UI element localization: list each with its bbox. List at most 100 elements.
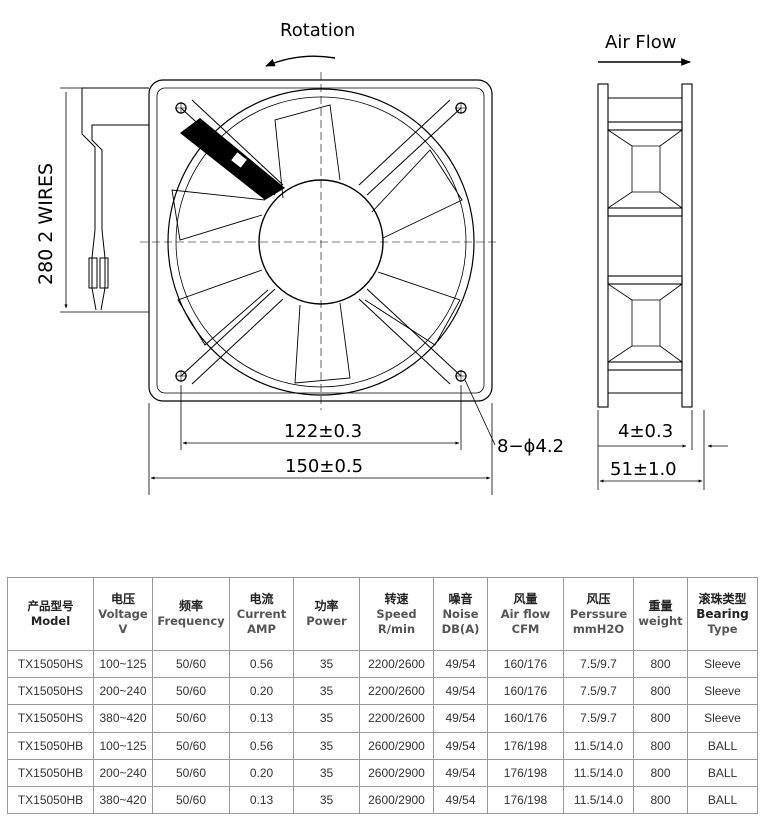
cell-model: TX15050HB (7, 731, 94, 760)
cell-pressure: 11.5/14.0 (563, 785, 634, 815)
header-bearing: 滚珠类型Bearing Type (687, 577, 758, 651)
cell-current: 0.13 (229, 704, 294, 733)
cell-bearing: Sleeve (687, 704, 758, 733)
cell-bearing: Sleeve (687, 649, 758, 679)
header-current: 电流 Current AMP (229, 577, 294, 651)
cell-weight: 800 (633, 731, 688, 760)
cell-frequency: 50/60 (152, 677, 230, 706)
airflow-label: Air Flow (605, 32, 677, 53)
cell-airflow: 176/198 (487, 785, 564, 815)
cell-power: 35 (293, 758, 360, 787)
header-label-en: Frequency (157, 614, 225, 628)
cell-model: TX15050HB (7, 758, 94, 787)
header-label-en: Power (306, 614, 347, 628)
cell-airflow: 176/198 (487, 758, 564, 787)
cell-current: 0.56 (229, 731, 294, 760)
header-weight: 重量 weight (633, 577, 688, 651)
cell-frequency: 50/60 (152, 785, 230, 815)
cell-frequency: 50/60 (152, 731, 230, 760)
header-label-en: Perssure mmH2O (569, 606, 628, 636)
header-label-zh: 转速 (384, 591, 409, 606)
fan-front-view (140, 72, 500, 410)
cell-model: TX15050HS (7, 649, 94, 679)
header-frequency: 频率 Frequency (152, 577, 230, 651)
header-airflow: 风量 Air flow CFM (487, 577, 564, 651)
dim-depth: 51±1.0 (610, 459, 677, 480)
cell-pressure: 7.5/9.7 (563, 677, 634, 706)
header-label-zh: 风压 (586, 591, 611, 606)
cell-airflow: 176/198 (487, 731, 564, 760)
header-label-zh: 电压 (110, 591, 135, 606)
cell-noise: 49/54 (433, 731, 488, 760)
dim-width: 150±0.5 (285, 456, 363, 477)
cell-weight: 800 (633, 649, 688, 679)
cell-airflow: 160/176 (487, 649, 564, 679)
cell-frequency: 50/60 (152, 758, 230, 787)
cell-speed: 2200/2600 (359, 677, 434, 706)
cell-speed: 2600/2900 (359, 758, 434, 787)
header-label-en: Voltage V (98, 606, 148, 636)
cell-bearing: Sleeve (687, 677, 758, 706)
header-label-en: weight (638, 614, 683, 628)
cell-noise: 49/54 (433, 758, 488, 787)
header-model: 产品型号Model (7, 577, 94, 651)
cell-power: 35 (293, 785, 360, 815)
wires-label: 280 2 WIRES (35, 163, 57, 285)
cell-power: 35 (293, 731, 360, 760)
cell-noise: 49/54 (433, 649, 488, 679)
spec-table: 产品型号Model 电压 Voltage V 频率 Frequency 电流 C… (7, 577, 758, 815)
front-dimensions (148, 379, 496, 495)
header-label-zh: 噪音 (448, 591, 473, 606)
cell-current: 0.20 (229, 758, 294, 787)
cell-speed: 2200/2600 (359, 704, 434, 733)
cell-bearing: BALL (687, 731, 758, 760)
header-noise: 噪音 Noise DB(A) (433, 577, 488, 651)
cell-voltage: 380~420 (93, 785, 153, 815)
header-speed: 转速 Speed R/min (359, 577, 434, 651)
header-label-zh: 频率 (178, 599, 203, 613)
rotation-arrow (265, 55, 336, 67)
header-label-en: Type (707, 621, 738, 636)
cell-current: 0.56 (229, 649, 294, 679)
header-label-zh: 重量 (648, 599, 673, 613)
cell-speed: 2600/2900 (359, 731, 434, 760)
cell-power: 35 (293, 649, 360, 679)
cell-speed: 2200/2600 (359, 649, 434, 679)
header-label: 产品型号Model (27, 599, 74, 628)
header-pressure: 风压 Perssure mmH2O (563, 577, 634, 651)
header-label-zh: 功率 (314, 599, 339, 613)
cell-bearing: BALL (687, 758, 758, 787)
cell-noise: 49/54 (433, 677, 488, 706)
header-label-en: Current AMP (236, 606, 287, 636)
header-label-en: Noise DB(A) (441, 606, 480, 636)
cell-voltage: 100~125 (93, 649, 153, 679)
side-dimensions (597, 410, 728, 490)
fan-side-view (597, 83, 693, 408)
cell-frequency: 50/60 (152, 649, 230, 679)
cell-noise: 49/54 (433, 704, 488, 733)
header-voltage: 电压 Voltage V (93, 577, 153, 651)
spec-table-container: 产品型号Model 电压 Voltage V 频率 Frequency 电流 C… (7, 577, 758, 815)
cell-voltage: 200~240 (93, 758, 153, 787)
cell-pressure: 7.5/9.7 (563, 704, 634, 733)
header-label-en: Speed R/min (376, 606, 417, 636)
cell-current: 0.13 (229, 785, 294, 815)
cell-pressure: 11.5/14.0 (563, 758, 634, 787)
cell-current: 0.20 (229, 677, 294, 706)
cell-weight: 800 (633, 704, 688, 733)
dim-hole: 8−ϕ4.2 (497, 436, 564, 457)
cell-model: TX15050HS (7, 677, 94, 706)
cell-frequency: 50/60 (152, 704, 230, 733)
dim-hole-spacing: 122±0.3 (284, 421, 362, 442)
cell-weight: 800 (633, 758, 688, 787)
dim-flange: 4±0.3 (618, 421, 673, 442)
fan-technical-drawing: 280 2 WIRES Rotation 122±0.3 150±0.5 8−ϕ… (35, 20, 728, 495)
lead-wires (60, 87, 149, 313)
cell-voltage: 100~125 (93, 731, 153, 760)
cell-weight: 800 (633, 785, 688, 815)
